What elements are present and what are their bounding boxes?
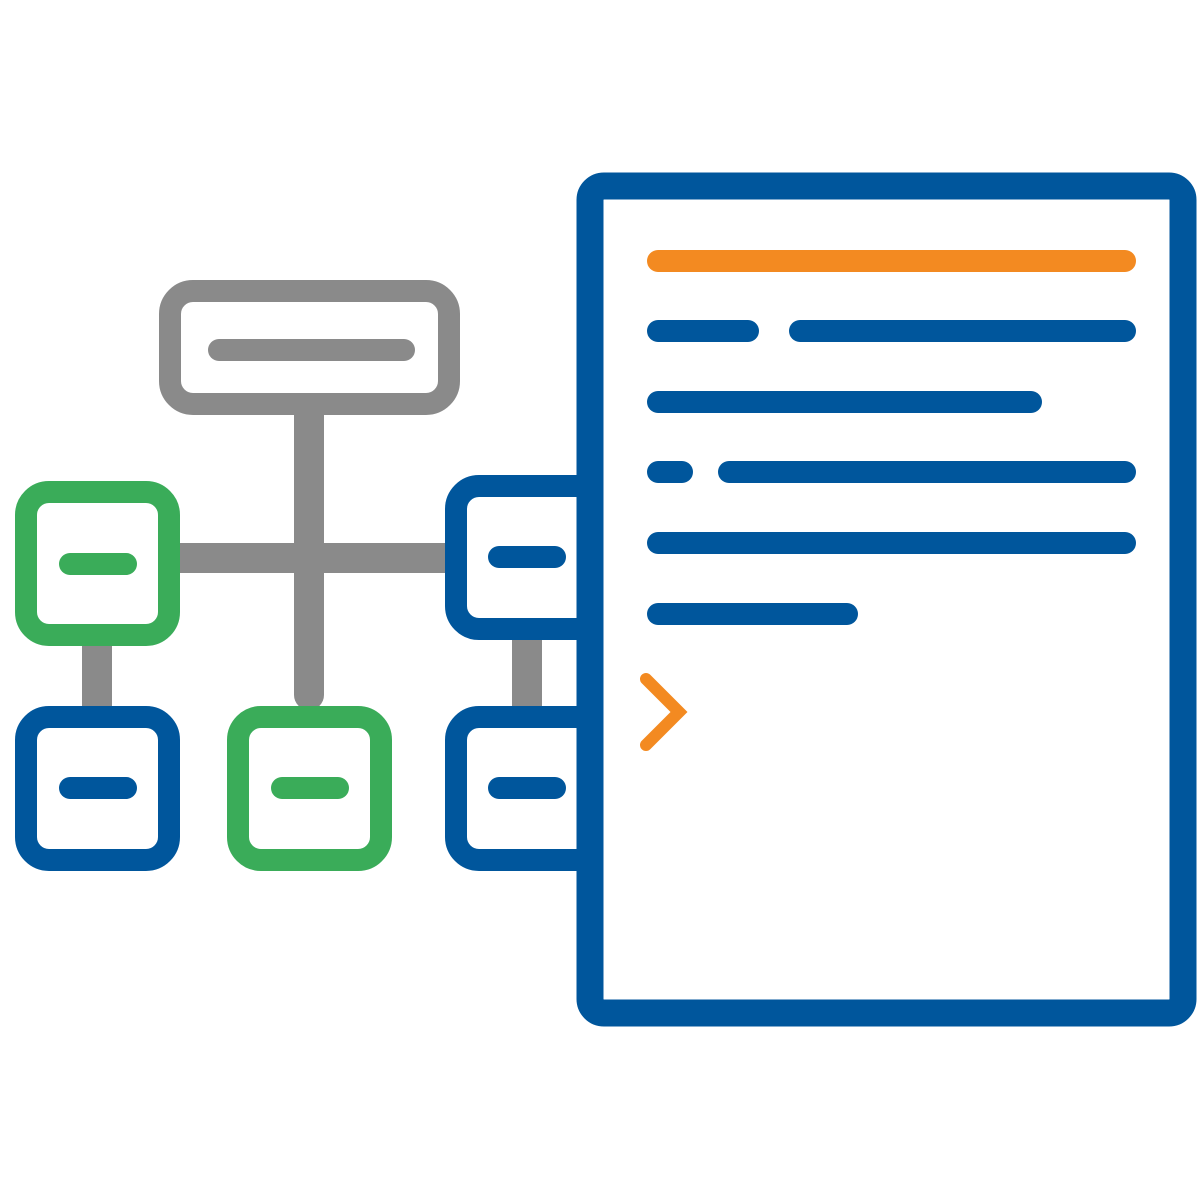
node-bottom-middle (227, 706, 392, 871)
node-bottom-left (15, 706, 180, 871)
document-icon (576, 172, 1197, 1027)
node-right (445, 475, 610, 640)
document-text-lines (647, 250, 1136, 625)
document-page (576, 172, 1197, 1027)
sitemap-icon (15, 280, 610, 871)
chevron-right-icon (640, 673, 688, 751)
connector-lines (82, 385, 542, 718)
node-left (15, 481, 180, 646)
root-node (159, 280, 460, 415)
